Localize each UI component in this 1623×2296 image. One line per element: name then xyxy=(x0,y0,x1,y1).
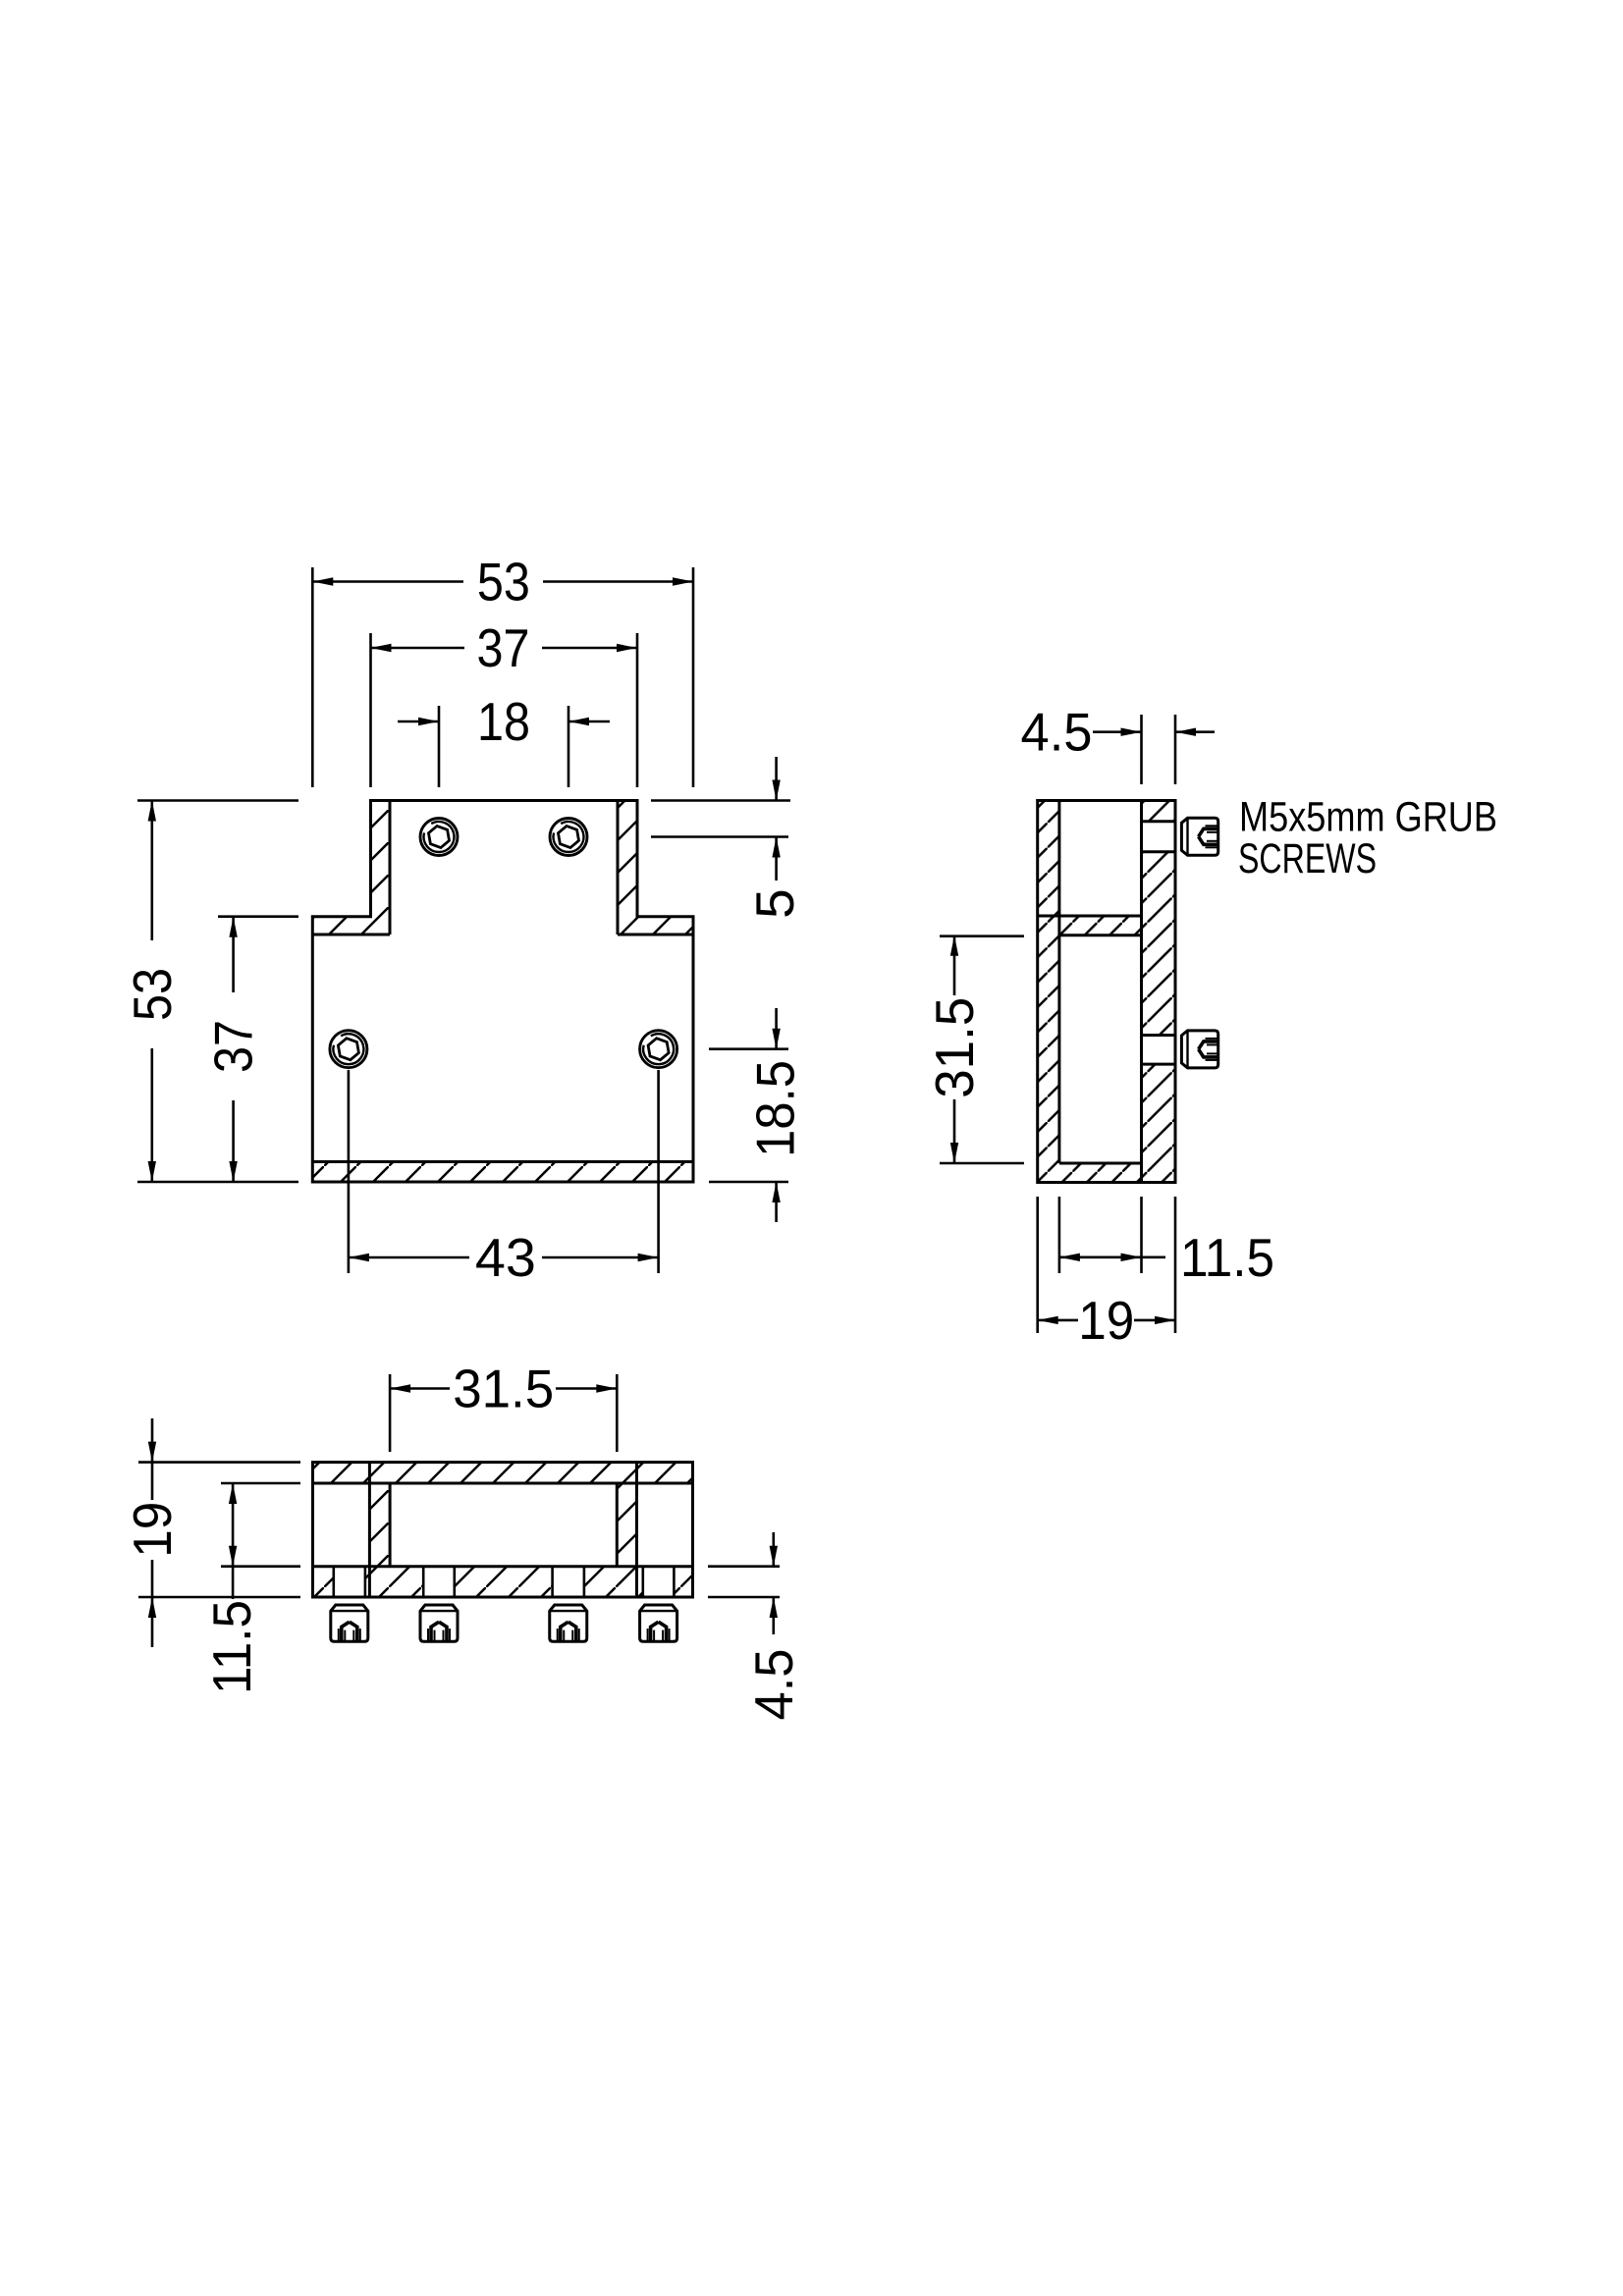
svg-text:M5x5mm GRUB: M5x5mm GRUB xyxy=(1239,794,1497,841)
svg-text:31.5: 31.5 xyxy=(924,997,985,1098)
svg-text:4.5: 4.5 xyxy=(743,1649,804,1721)
svg-text:37: 37 xyxy=(203,1020,264,1073)
svg-text:11.5: 11.5 xyxy=(1180,1227,1274,1288)
svg-text:43: 43 xyxy=(475,1227,536,1288)
svg-text:37: 37 xyxy=(477,617,530,678)
svg-text:5: 5 xyxy=(744,888,805,919)
svg-text:18: 18 xyxy=(477,691,530,752)
svg-text:SCREWS: SCREWS xyxy=(1238,835,1377,882)
svg-text:31.5: 31.5 xyxy=(453,1359,554,1419)
svg-text:19: 19 xyxy=(122,1502,183,1558)
svg-text:4.5: 4.5 xyxy=(1021,702,1093,763)
svg-text:53: 53 xyxy=(477,552,530,613)
svg-text:19: 19 xyxy=(1078,1290,1134,1351)
svg-text:11.5: 11.5 xyxy=(201,1600,262,1694)
svg-text:18.5: 18.5 xyxy=(745,1060,806,1157)
svg-text:53: 53 xyxy=(122,968,183,1021)
